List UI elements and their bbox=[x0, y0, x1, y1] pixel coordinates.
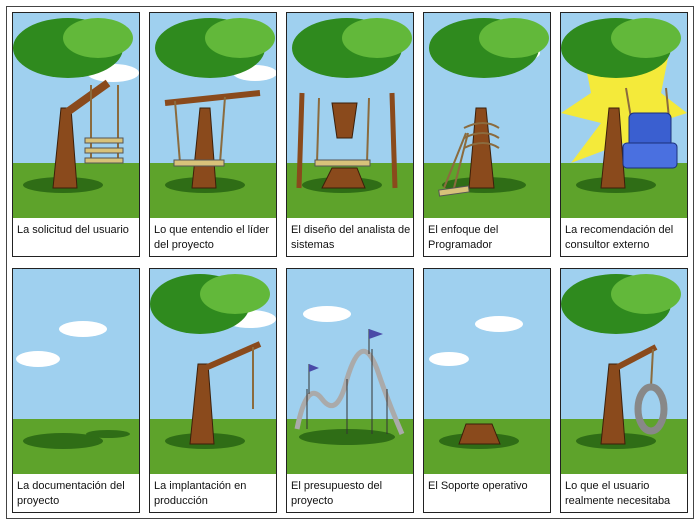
tree-armchair-illustration bbox=[561, 13, 687, 218]
caption-documentation: La documentación del proyecto bbox=[17, 480, 125, 507]
caption-user-need: Lo que el usuario realmente necesitaba bbox=[565, 480, 671, 507]
caption-programmer: El enfoque del Programador bbox=[428, 224, 499, 251]
caption-budget: El presupuesto del proyecto bbox=[291, 480, 383, 507]
caption-external-consultant: La recomendación del consultor externo bbox=[565, 224, 674, 251]
panel-user-request: La solicitud del usuario bbox=[12, 12, 140, 257]
tree-tire-swing-illustration bbox=[561, 269, 687, 474]
tree-swing-leader-illustration bbox=[150, 13, 276, 218]
caption-production-rollout: La implantación en producción bbox=[154, 480, 247, 507]
tree-rope-wrapped-illustration bbox=[424, 13, 550, 218]
panel-systems-analyst: El diseño del analista de sistemas bbox=[286, 12, 414, 257]
empty-field-illustration bbox=[13, 269, 139, 474]
caption-project-leader: Lo que entendio el líder del proyecto bbox=[154, 224, 269, 251]
roller-coaster-illustration bbox=[287, 269, 413, 474]
tree-stump-illustration bbox=[424, 269, 550, 474]
tree-cut-trunk-illustration bbox=[287, 13, 413, 218]
panel-project-leader: Lo que entendio el líder del proyecto bbox=[149, 12, 277, 257]
panel-programmer: El enfoque del Programador bbox=[423, 12, 551, 257]
panel-budget: El presupuesto del proyecto bbox=[286, 268, 414, 513]
panel-documentation: La documentación del proyecto bbox=[12, 268, 140, 513]
panel-operational-support: El Soporte operativo bbox=[423, 268, 551, 513]
panel-external-consultant: La recomendación del consultor externo bbox=[560, 12, 688, 257]
tree-single-rope-illustration bbox=[150, 269, 276, 474]
tree-swing-three-boards-illustration bbox=[13, 13, 139, 218]
caption-user-request: La solicitud del usuario bbox=[17, 224, 129, 236]
caption-systems-analyst: El diseño del analista de sistemas bbox=[291, 224, 411, 251]
comic-frame: La solicitud del usuario Lo que entendio… bbox=[6, 6, 694, 519]
panel-production-rollout: La implantación en producción bbox=[149, 268, 277, 513]
panel-user-need: Lo que el usuario realmente necesitaba bbox=[560, 268, 688, 513]
caption-operational-support: El Soporte operativo bbox=[428, 480, 528, 492]
